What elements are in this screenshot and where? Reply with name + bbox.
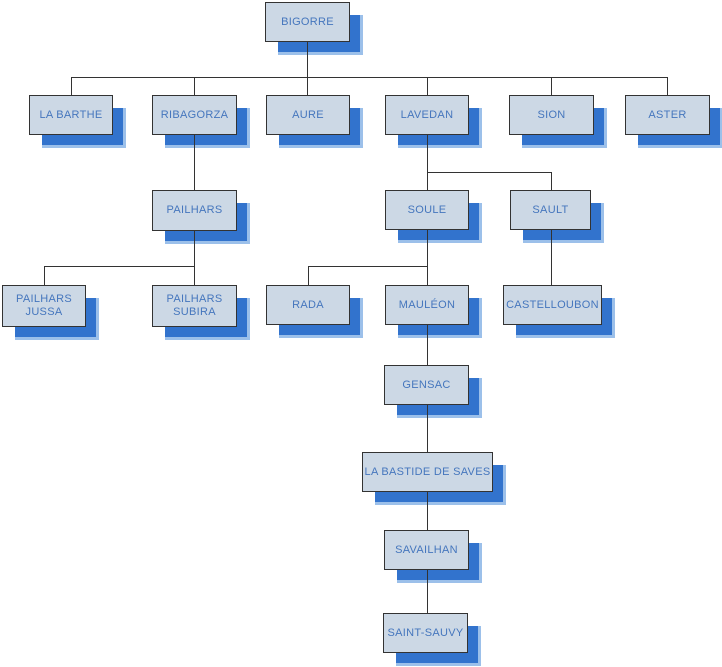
node-ribagorza[interactable]: RIBAGORZA [152,95,237,135]
connector-line [71,77,668,78]
connector-line [194,266,195,285]
node-aster[interactable]: ASTER [625,95,710,135]
node-la-bastide-de-saves[interactable]: LA BASTIDE DE SAVES [362,452,493,492]
connector-line [307,42,308,95]
node-la-barthe[interactable]: LA BARTHE [29,95,113,135]
node-bigorre[interactable]: BIGORRE [265,2,350,42]
node-sion[interactable]: SION [509,95,594,135]
node-lavedan[interactable]: LAVEDAN [385,95,469,135]
connector-line [71,77,72,95]
connector-line [427,405,428,452]
connector-line [551,77,552,95]
connector-line [551,230,552,285]
node-pailhars[interactable]: PAILHARS [152,190,237,231]
connector-line [667,77,668,95]
node-aure[interactable]: AURE [266,95,350,135]
connector-line [194,135,195,190]
node-sault[interactable]: SAULT [510,190,591,230]
node-rada[interactable]: RADA [266,285,350,325]
connector-line [427,172,552,173]
connector-line [427,135,428,190]
node-soule[interactable]: SOULE [385,190,469,230]
node-savailhan[interactable]: SAVAILHAN [384,530,469,570]
connector-line [427,570,428,613]
connector-line [194,231,195,266]
connector-line [427,230,428,285]
connector-line [308,266,309,285]
node-pailhars-subira[interactable]: PAILHARS SUBIRA [152,285,237,327]
connector-line [44,266,195,267]
connector-line [194,77,195,95]
connector-line [44,266,45,285]
node-mauleon[interactable]: MAULÉON [385,285,469,325]
connector-line [427,492,428,530]
node-gensac[interactable]: GENSAC [384,365,469,405]
connector-line [427,77,428,95]
node-saint-sauvy[interactable]: SAINT-SAUVY [383,613,468,653]
connector-line [427,325,428,365]
connector-line [551,172,552,190]
node-pailhars-jussa[interactable]: PAILHARS JUSSA [2,285,86,327]
node-castelloubon[interactable]: CASTELLOUBON [503,285,602,325]
connector-line [308,266,428,267]
